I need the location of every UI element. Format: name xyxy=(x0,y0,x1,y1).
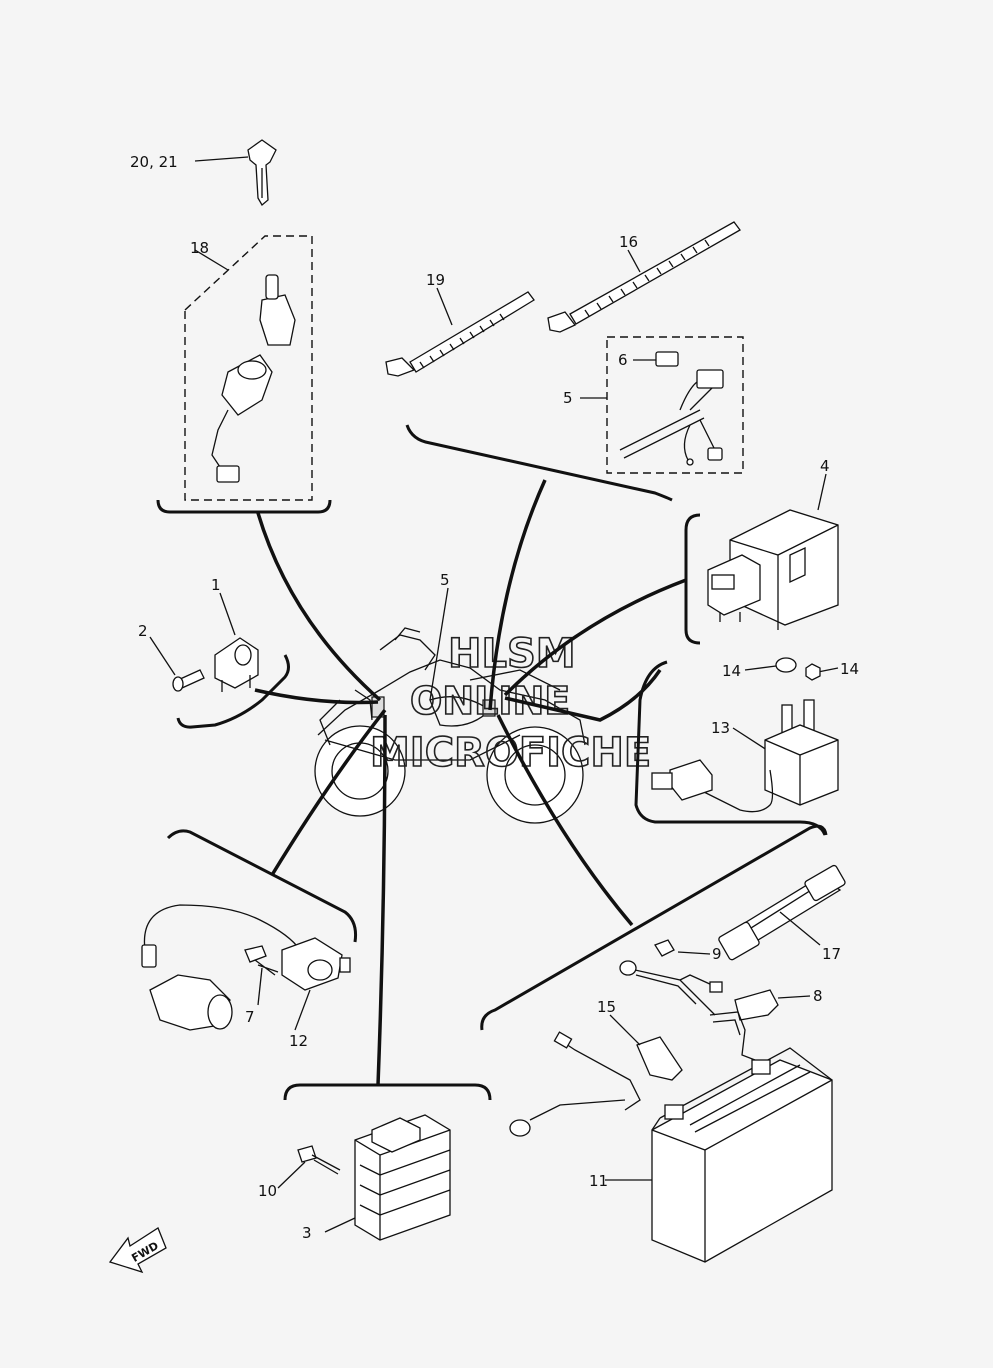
connector-lines xyxy=(254,479,687,1086)
forward-direction-arrow: FWD xyxy=(108,1227,167,1274)
rectifier-box xyxy=(283,1083,492,1101)
battery-part[interactable] xyxy=(651,1047,833,1263)
ignition-coil-part[interactable] xyxy=(141,904,351,1031)
cdi-unit-part[interactable] xyxy=(707,509,839,630)
callout-1: 1 xyxy=(211,576,221,594)
callout-13: 13 xyxy=(711,719,730,737)
callout-17: 17 xyxy=(822,945,841,963)
callout-15: 15 xyxy=(597,998,616,1016)
cable-tie-16[interactable] xyxy=(547,221,741,333)
battery-cable-part-9[interactable] xyxy=(619,939,723,1016)
main-switch-part[interactable] xyxy=(211,274,296,483)
callout-4: 4 xyxy=(820,457,830,475)
cdi-box xyxy=(684,513,701,645)
bolt-12-part[interactable] xyxy=(297,1145,341,1175)
cable-tie-19[interactable] xyxy=(385,291,535,377)
callout-8: 8 xyxy=(813,987,823,1005)
main-switch-box xyxy=(156,235,332,514)
callout-7: 11 xyxy=(589,1172,608,1190)
rectifier-part[interactable] xyxy=(354,1114,451,1241)
starter-relay-box xyxy=(634,660,827,836)
callout-6: 6 xyxy=(618,351,628,369)
key-part[interactable] xyxy=(194,139,277,206)
callout-14b: 14 xyxy=(840,660,859,678)
ignition-coil-box xyxy=(166,829,357,943)
watermark-line-1: HLSM xyxy=(448,631,576,677)
callout-5-harness: 5 xyxy=(563,389,573,407)
callout-14a: 14 xyxy=(722,662,741,680)
watermark: HLSM ONLINE MICROFICHE xyxy=(369,630,652,777)
starter-relay-part[interactable] xyxy=(651,657,839,813)
callout-16: 16 xyxy=(619,233,638,251)
callout-2: 2 xyxy=(138,622,148,640)
callout-19: 19 xyxy=(426,271,445,289)
battery-cable-part-15[interactable] xyxy=(509,1031,683,1137)
atv-vehicle-illustration xyxy=(314,627,586,824)
callout-5-center: 5 xyxy=(440,571,450,589)
wire-harness-part[interactable] xyxy=(619,351,724,466)
battery-box xyxy=(480,824,828,1031)
callout-20-21: 20, 21 xyxy=(130,153,178,171)
battery-strap-part[interactable] xyxy=(718,864,846,961)
callout-9: 9 xyxy=(712,945,722,963)
wire-harness-box xyxy=(405,336,744,502)
callout-10: 7 xyxy=(245,1008,255,1026)
part-1-resistor[interactable] xyxy=(172,637,259,692)
callout-3: 12 xyxy=(289,1032,308,1050)
battery-cover-part-8[interactable] xyxy=(709,989,779,1061)
callout-11: 3 xyxy=(302,1224,312,1242)
callout-12: 10 xyxy=(258,1182,277,1200)
callout-18: 18 xyxy=(190,239,209,257)
part-1-box xyxy=(176,654,290,729)
